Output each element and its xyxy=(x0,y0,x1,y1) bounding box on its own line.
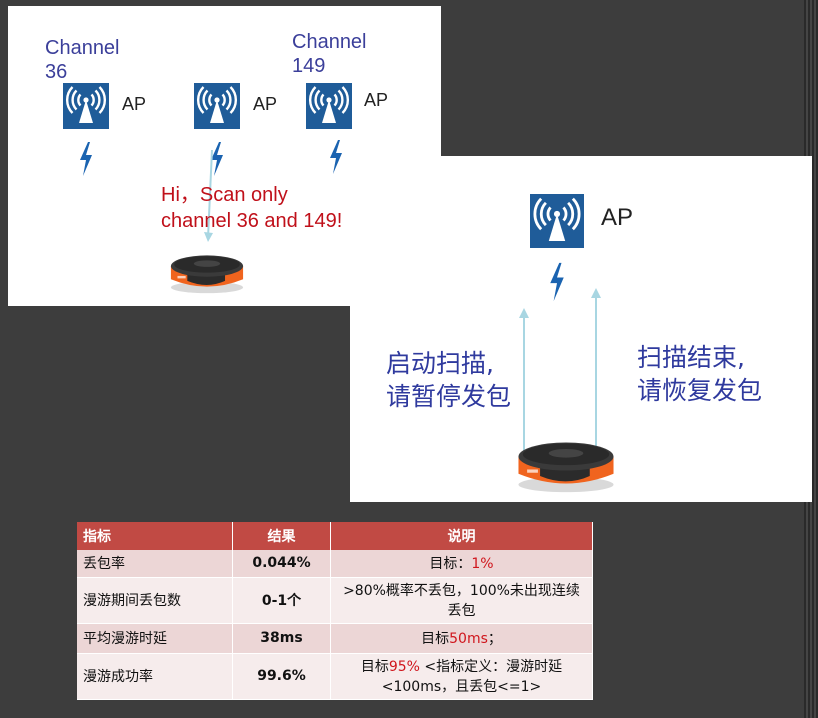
lightning-bolt-icon xyxy=(78,142,94,176)
table-row: 漫游成功率 99.6% 目标95% <指标定义：漫游时延<100ms，且丢包<=… xyxy=(77,653,593,700)
lightning-bolt-icon xyxy=(328,140,344,174)
signal-arrow-up-left xyxy=(519,308,529,454)
signal-arrow xyxy=(204,149,213,242)
description-highlight: 1% xyxy=(471,556,494,573)
description-cell: >80%概率不丢包，100%未出现连续丢包 xyxy=(330,577,593,624)
start-scan-text: 启动扫描, 请暂停发包 xyxy=(386,349,512,411)
description-text: 目标 xyxy=(360,659,389,675)
description-cell: 目标50ms； xyxy=(330,623,593,654)
table-row: 漫游期间丢包数 0-1个 >80%概率不丢包，100%未出现连续丢包 xyxy=(77,577,593,624)
table-row: 平均漫游时延 38ms 目标50ms； xyxy=(77,623,593,654)
channel-149-label: Channel 149 xyxy=(292,31,367,77)
wifi-ap-icon xyxy=(63,83,109,129)
description-cell: 目标95% <指标定义：漫游时延<100ms，且丢包<=1> xyxy=(330,653,593,700)
description-highlight: 50ms xyxy=(449,631,488,647)
lightning-bolt-icon xyxy=(548,262,566,302)
metric-cell: 丢包率 xyxy=(77,550,233,578)
description-text: ； xyxy=(487,631,502,647)
result-cell: 38ms xyxy=(232,623,331,654)
description-text: 目标： xyxy=(429,556,472,573)
column-header: 指标 xyxy=(77,522,233,550)
ap-label: AP xyxy=(253,94,278,114)
table-row: 丢包率 0.044% 目标：1% xyxy=(77,550,593,578)
description-highlight: 95% xyxy=(388,659,420,675)
scan-message: Hi，Scan only channel 36 and 149! xyxy=(161,184,343,232)
end-scan-text: 扫描结束, 请恢复发包 xyxy=(637,343,763,405)
column-header: 结果 xyxy=(232,522,331,550)
wifi-ap-icon xyxy=(194,83,240,129)
roaming-metrics-table: 指标 结果 说明 丢包率 0.044% 目标：1% 漫游期间丢包数 0-1个 >… xyxy=(77,522,593,700)
robot-image xyxy=(166,246,248,296)
result-cell: 0.044% xyxy=(232,550,331,578)
metric-cell: 漫游期间丢包数 xyxy=(77,577,233,624)
ap-label: AP xyxy=(122,94,147,114)
ap-label: AP xyxy=(364,90,389,110)
wifi-ap-icon xyxy=(530,194,584,248)
metric-cell: 平均漫游时延 xyxy=(77,623,233,654)
channel-36-label: Channel 36 xyxy=(45,37,120,83)
ap-label: AP xyxy=(601,204,634,231)
description-cell: 目标：1% xyxy=(330,550,593,578)
description-text: >80%概率不丢包，100%未出现连续丢包 xyxy=(343,583,580,619)
table-header-row: 指标 结果 说明 xyxy=(77,522,593,550)
result-cell: 99.6% xyxy=(232,653,331,700)
column-header: 说明 xyxy=(330,522,593,550)
scan-pause-panel: AP 启动扫描, 请暂停发包 扫描结束, 请恢复发包 xyxy=(350,156,812,502)
signal-arrow-up-right xyxy=(591,288,601,454)
wifi-ap-icon xyxy=(306,83,352,129)
robot-image xyxy=(512,432,620,494)
description-text: <指标定义：漫游时延<100ms，且丢包<=1> xyxy=(381,659,563,695)
metric-cell: 漫游成功率 xyxy=(77,653,233,700)
description-text: 目标 xyxy=(421,631,450,647)
result-cell: 0-1个 xyxy=(232,577,331,624)
